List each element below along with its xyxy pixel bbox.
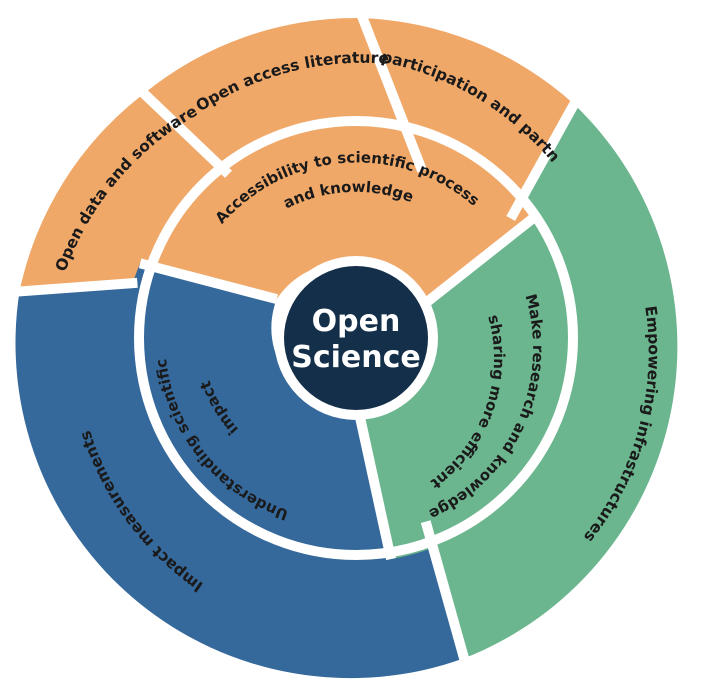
segment-gaps xyxy=(14,11,581,665)
center-core xyxy=(284,266,428,410)
segment-public-participation xyxy=(359,18,575,219)
center-label-line2: Science xyxy=(291,340,421,375)
segment-accessibility xyxy=(140,114,532,311)
segment-understanding-impact xyxy=(122,263,392,566)
center-label-line1: Open xyxy=(312,304,401,339)
segment-open-data xyxy=(19,93,229,292)
